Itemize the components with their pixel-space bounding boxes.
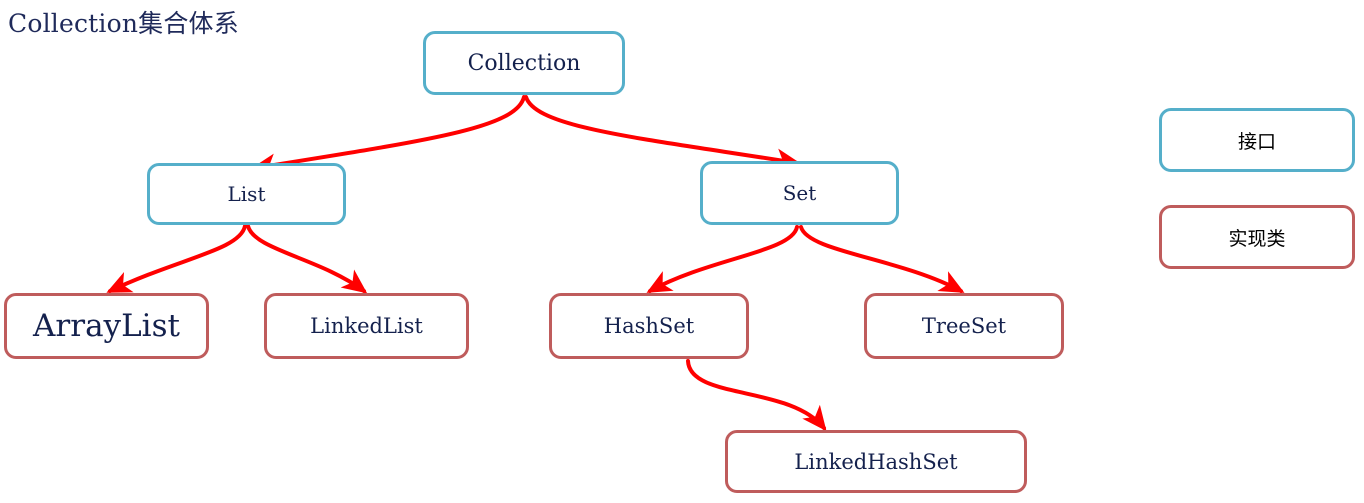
node-label: HashSet	[603, 314, 695, 338]
node-list[interactable]: List	[147, 163, 346, 225]
legend-label: 实现类	[1228, 227, 1286, 250]
node-label: ArrayList	[33, 308, 180, 344]
node-linkedhashset[interactable]: LinkedHashSet	[725, 430, 1027, 493]
node-hashset[interactable]: HashSet	[549, 293, 749, 359]
legend-implementation: 实现类	[1159, 205, 1355, 269]
node-arraylist[interactable]: ArrayList	[4, 293, 209, 359]
edge-collection-to-list	[251, 95, 526, 176]
node-linkedlist[interactable]: LinkedList	[264, 293, 469, 359]
edge-list-to-arraylist	[106, 224, 247, 293]
node-label: LinkedHashSet	[794, 449, 958, 474]
edge-hashset-to-linkedhashset	[686, 359, 827, 432]
edge-set-to-hashset	[646, 225, 799, 293]
legend-interface: 接口	[1159, 108, 1355, 172]
edge-list-to-linkedlist	[246, 224, 368, 294]
legend-label: 接口	[1237, 130, 1276, 153]
node-label: Set	[782, 181, 817, 205]
node-label: List	[227, 182, 266, 206]
node-label: Collection	[467, 50, 581, 76]
page-title: Collection集合体系	[8, 9, 239, 38]
node-treeset[interactable]: TreeSet	[864, 293, 1064, 359]
node-label: LinkedList	[310, 314, 423, 338]
edge-set-to-treeset	[799, 225, 965, 293]
node-collection[interactable]: Collection	[423, 31, 625, 95]
node-set[interactable]: Set	[700, 161, 899, 225]
edge-collection-to-set	[524, 95, 801, 171]
node-label: TreeSet	[921, 314, 1007, 338]
